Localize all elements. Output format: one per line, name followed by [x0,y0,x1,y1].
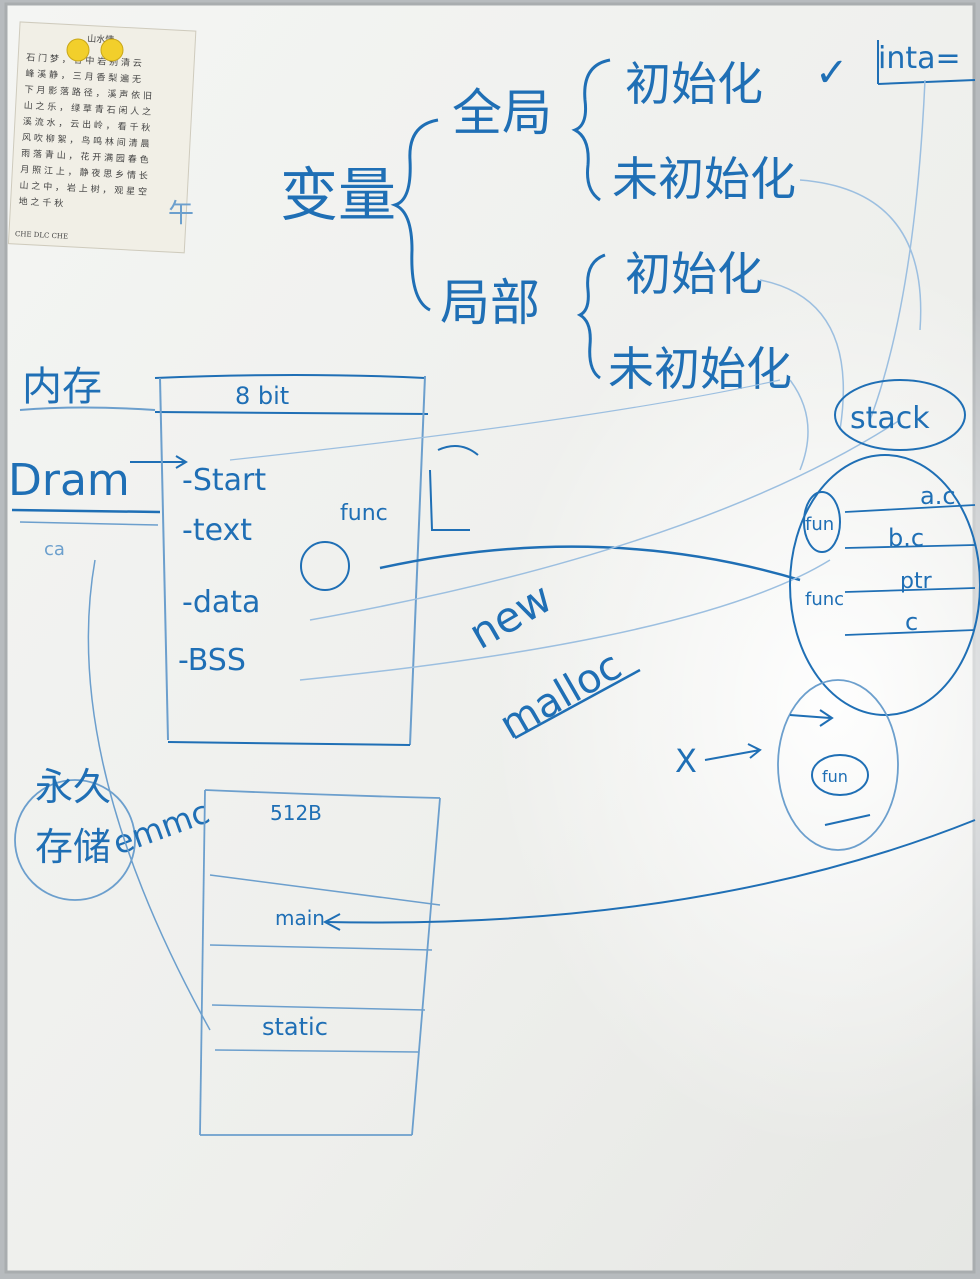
stack-region: stack fun func a.c b.c ptr c [789,379,980,716]
text-side-note: func [340,501,388,526]
stack-item: c [905,608,918,636]
emmc-row: 512B [270,801,322,825]
label-local: 局部 [440,274,540,332]
sticky-note-footer: CHE DLC CHE [15,230,69,241]
label-local-initialized: 初始化 [625,247,763,301]
title-variables: 变量 [280,161,396,229]
stack-item: ptr [900,569,933,594]
label-global-uninitialized: 未初始化 [612,152,796,206]
label-dram: Dram [8,455,130,506]
sticky-note: 山水情 石 门 梦 ， 谷 中 岩 别 清 云 峰 溪 静 ， 三 月 香 梨 … [7,21,197,254]
top-right-note: inta= [878,41,961,76]
memory-header: 8 bit [235,382,289,410]
label-global-initialized: 初始化 [625,57,763,111]
emmc-row: main [275,906,325,930]
label-stack: stack [850,401,930,436]
segment-start: -Start [182,463,266,498]
svg-text:地 之 千 秋: 地 之 千 秋 [18,195,63,209]
label-global: 全局 [452,84,552,142]
small-circle-item: fun [822,767,848,786]
emmc-row: static [262,1013,328,1041]
left-small-note: ca [44,539,65,560]
small-arrow-label: X [675,742,697,780]
label-persistent-1: 永久 [35,765,111,809]
memory-table: 8 bit -Start -text -data -BSS [154,374,429,746]
yellow-magnet-icon [66,38,90,62]
stack-item: a.c [920,482,956,510]
stack-left-item: fun [805,514,834,535]
segment-text: -text [182,513,252,548]
checkmark-icon: ✓ [815,50,849,96]
side-mark: 午 [168,199,194,229]
emmc-table: 512B main static [199,789,441,1136]
stack-left-item: func [805,589,844,610]
segment-bss: -BSS [178,643,246,678]
stack-item: b.c [888,524,924,552]
yellow-magnet-icon [100,38,124,62]
label-memory: 内存 [22,364,102,410]
label-local-uninitialized: 未初始化 [608,342,792,396]
segment-data: -data [182,585,260,620]
label-persistent-2: 存储 [35,825,111,869]
